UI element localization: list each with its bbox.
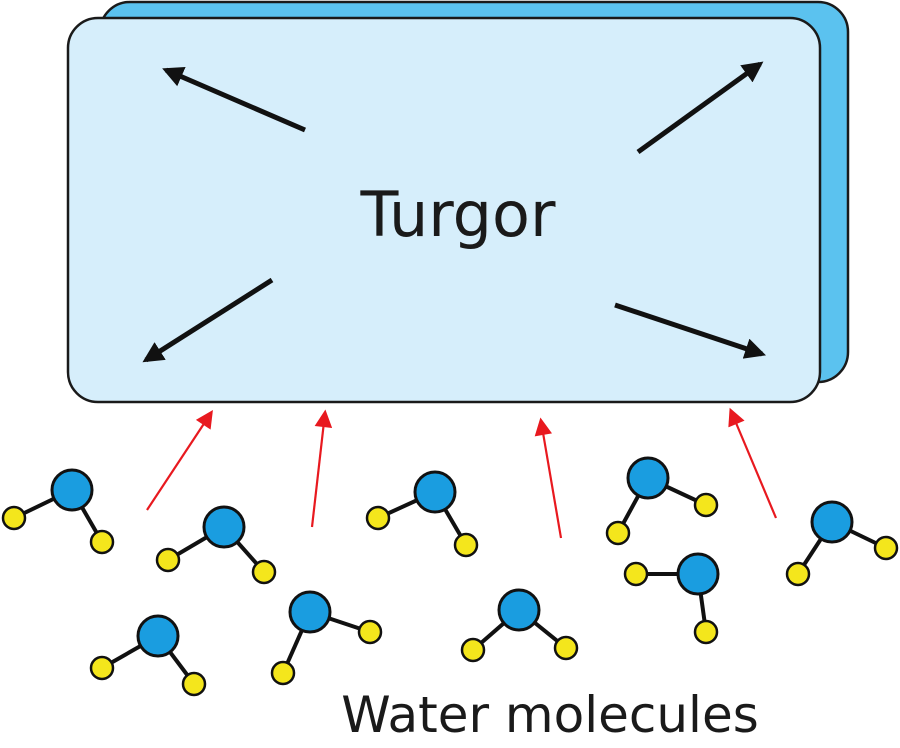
water-arrow (728, 407, 778, 519)
hydrogen-atom (693, 619, 719, 645)
water-arrow (310, 409, 333, 528)
oxygen-atom (288, 590, 332, 634)
water-molecule (605, 456, 719, 546)
hydrogen-atom (270, 660, 296, 686)
hydrogen-atom (357, 619, 383, 645)
hydrogen-atom (460, 637, 486, 663)
oxygen-atom (50, 468, 94, 512)
oxygen-atom (136, 614, 180, 658)
cell-body (66, 16, 822, 404)
oxygen-atom (810, 500, 854, 544)
hydrogen-atom (251, 559, 277, 585)
hydrogen-atom (155, 547, 181, 573)
water-molecule (785, 500, 899, 587)
pressure-arrows (142, 61, 766, 363)
water-molecule (365, 470, 479, 558)
hydrogen-atom (89, 655, 115, 681)
water-influx-arrows (146, 407, 778, 539)
pressure-arrow-down-left (142, 277, 274, 363)
water-arrow (534, 417, 563, 539)
water-molecule (89, 614, 207, 697)
oxygen-atom (202, 505, 246, 549)
hydrogen-atom (785, 561, 811, 587)
oxygen-atom (626, 456, 670, 500)
water-molecule (270, 590, 383, 686)
hydrogen-atom (623, 561, 649, 587)
water-molecules (1, 456, 899, 697)
hydrogen-atom (181, 671, 207, 697)
turgor-label: Turgor (360, 178, 556, 251)
hydrogen-atom (873, 535, 899, 561)
hydrogen-atom (1, 505, 27, 531)
oxygen-atom (413, 470, 457, 514)
hydrogen-atom (89, 529, 115, 555)
oxygen-atom (497, 588, 541, 632)
pressure-arrow-down-right (614, 302, 766, 359)
water-arrow (146, 410, 213, 511)
water-molecule (460, 588, 579, 663)
water-molecule (623, 552, 720, 645)
hydrogen-atom (453, 532, 479, 558)
water-molecule (1, 468, 115, 555)
hydrogen-atom (605, 520, 631, 546)
pressure-arrow-up-left (162, 67, 306, 133)
pressure-arrow-up-right (636, 61, 764, 155)
water-molecule (155, 505, 277, 585)
hydrogen-atom (553, 635, 579, 661)
caption-water-molecules: Water molecules (341, 686, 759, 744)
oxygen-atom (676, 552, 720, 596)
hydrogen-atom (365, 505, 391, 531)
hydrogen-atom (693, 492, 719, 518)
